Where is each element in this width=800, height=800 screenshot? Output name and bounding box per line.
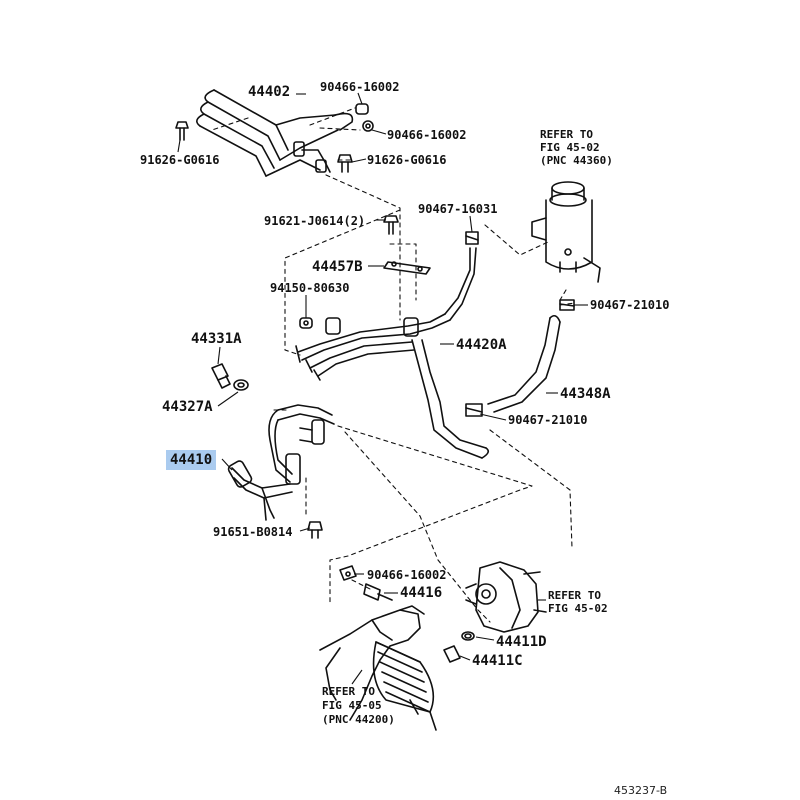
clip-90466-lower — [339, 565, 357, 581]
label-91626-g0616-right: 91626-G0616 — [367, 153, 447, 167]
dashed-guides-upper — [211, 107, 576, 356]
label-90467-21010-mid: 90467-21010 — [508, 413, 588, 427]
label-90467-16031: 90467-16031 — [418, 202, 498, 216]
ref-pump-line2: FIG 45-02 — [548, 602, 608, 615]
union-44416 — [363, 583, 393, 601]
figure-code: 453237-B — [614, 784, 668, 797]
union-44331a — [211, 363, 231, 389]
ref-top-line2: FIG 45-02 — [540, 141, 600, 154]
label-44411d: 44411D — [496, 634, 547, 650]
ref-gear-line2: FIG 45-05 — [322, 699, 382, 712]
label-94150-80630: 94150-80630 — [270, 281, 350, 295]
label-90467-21010-top: 90467-21010 — [590, 298, 670, 312]
ref-gear-line3: (PNC 44200) — [322, 713, 395, 726]
label-90466-16002-b: 90466-16002 — [387, 128, 467, 142]
suction-hose-44348a — [487, 314, 561, 413]
ref-top-line1: REFER TO — [540, 128, 593, 141]
label-91651-b0814: 91651-B0814 — [213, 525, 293, 539]
label-90466-16002-a: 90466-16002 — [320, 80, 400, 94]
clip-90467-21010-mid — [465, 403, 483, 417]
label-44327a: 44327A — [162, 399, 213, 415]
bolt-91651 — [307, 521, 323, 539]
power-steering-pump — [465, 561, 547, 633]
return-pipe-44420a — [295, 247, 490, 459]
bolt-91626-left — [175, 121, 189, 141]
label-44411c: 44411C — [472, 653, 523, 669]
label-44331a: 44331A — [191, 331, 242, 347]
label-90466-16002-c: 90466-16002 — [367, 568, 447, 582]
cooler-pipe-assembly — [196, 89, 354, 177]
steering-gear — [319, 605, 437, 731]
label-44402: 44402 — [248, 84, 291, 100]
gasket-44411d — [461, 631, 475, 641]
clip-90467-16031 — [465, 231, 479, 245]
dashed-guides-lower — [269, 409, 573, 623]
clip-90467-21010-top — [559, 299, 575, 311]
ref-pump-line1: REFER TO — [548, 589, 601, 602]
ref-top-line3: (PNC 44360) — [540, 154, 613, 167]
label-44410-highlighted[interactable]: 44410 — [166, 450, 217, 470]
gasket-44327a — [233, 379, 249, 391]
label-44420a: 44420A — [456, 337, 507, 353]
reservoir — [531, 181, 601, 283]
pressure-hose-44410 — [227, 404, 335, 521]
union-44411c — [443, 645, 461, 663]
ref-gear-line1: REFER TO — [322, 685, 375, 698]
label-44348a: 44348A — [560, 386, 611, 402]
label-91626-g0616-left: 91626-G0616 — [140, 153, 220, 167]
label-44457b: 44457B — [312, 259, 363, 275]
bracket-44457b — [383, 261, 431, 275]
label-91621-j0614: 91621-J0614(2) — [264, 214, 366, 228]
label-44416: 44416 — [400, 585, 443, 601]
